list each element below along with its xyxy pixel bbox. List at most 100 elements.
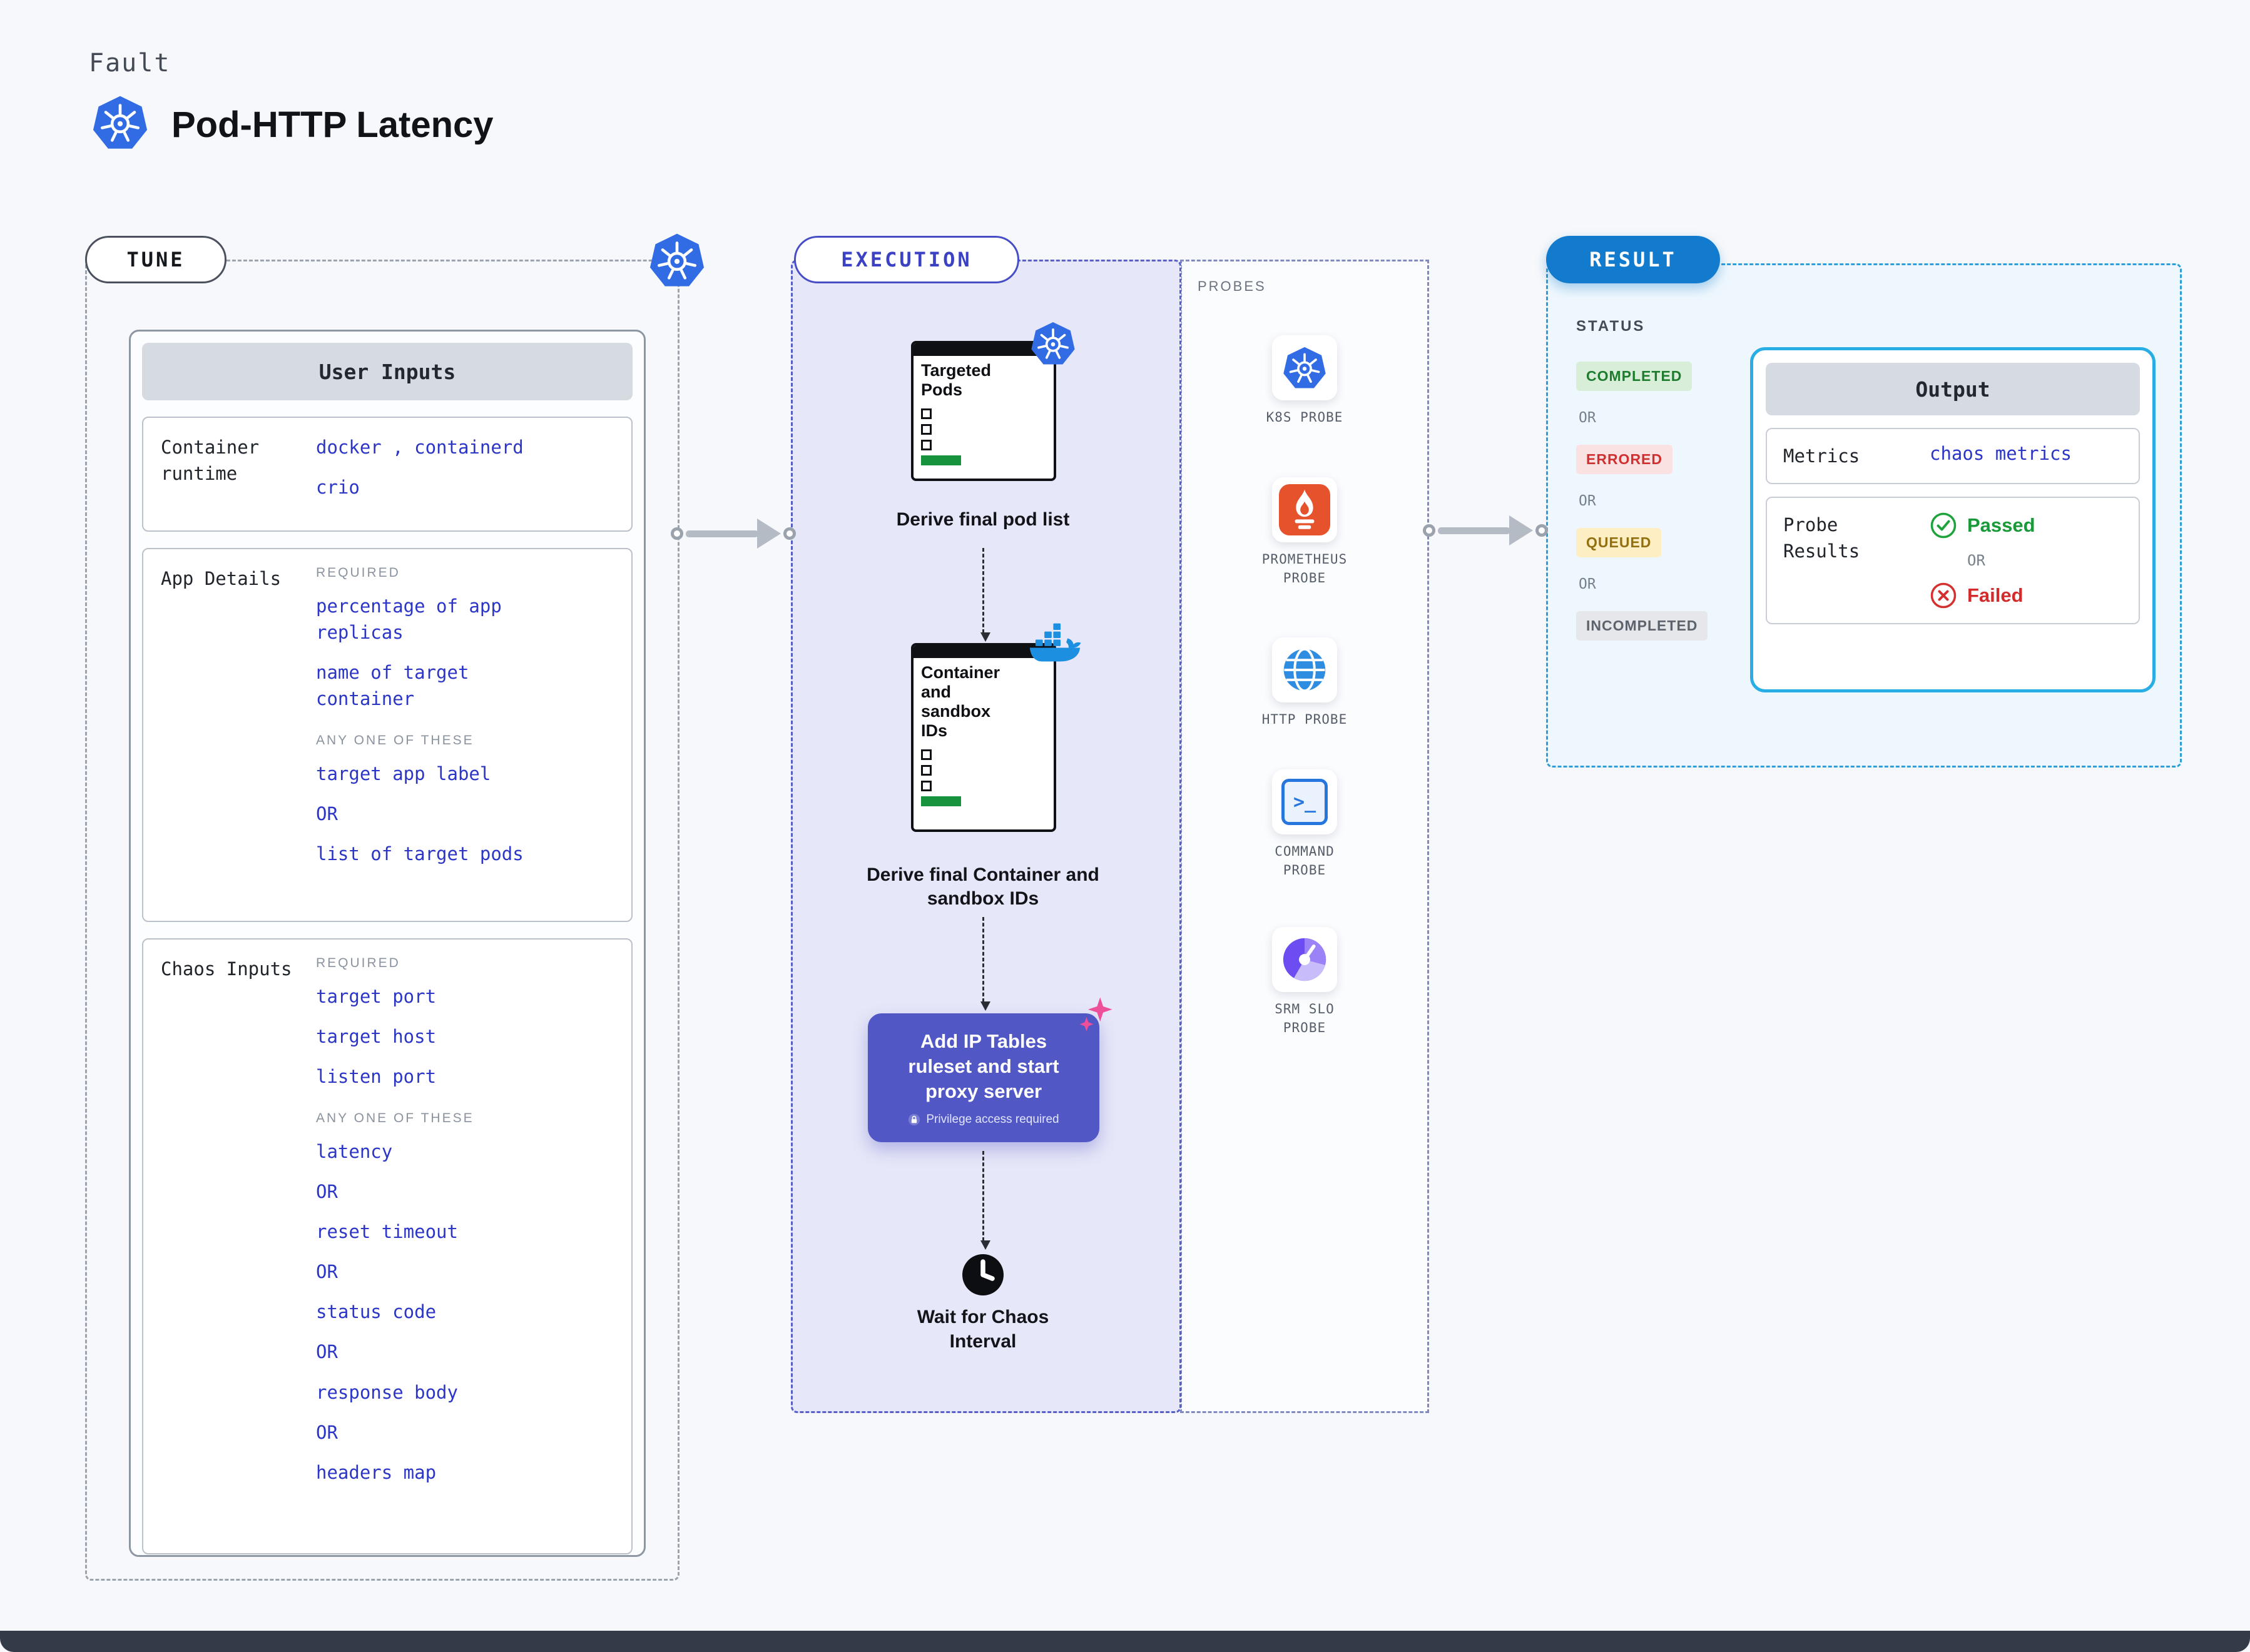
- or-separator: OR: [316, 1341, 338, 1363]
- container-sandbox-ids-document: Container and sandbox IDs: [911, 643, 1056, 832]
- app-details-values: REQUIRED percentage of app replicas name…: [316, 565, 566, 905]
- arrow-stem: [1438, 527, 1510, 534]
- chaos-inputs-row: Chaos Inputs REQUIRED target port target…: [142, 938, 633, 1555]
- kubernetes-icon: [648, 231, 706, 289]
- chaos-inputs-label: Chaos Inputs: [161, 958, 292, 980]
- tune-to-execution-arrow: [671, 510, 796, 557]
- terminal-glyph: >_: [1293, 791, 1316, 813]
- metrics-label: Metrics: [1783, 445, 1860, 467]
- progress-bar: [921, 455, 961, 466]
- progress-bar: [921, 796, 961, 807]
- page-title: Pod-HTTP Latency: [171, 104, 494, 145]
- kubernetes-icon: [91, 94, 149, 151]
- flow-connector: [980, 1151, 990, 1250]
- chaos-option-value: response body: [316, 1381, 458, 1403]
- status-list: COMPLETED OR ERRORED OR QUEUED OR INCOMP…: [1576, 362, 1708, 641]
- targeted-pods-document: Targeted Pods: [911, 341, 1056, 481]
- step-caption: Derive final Container and sandbox IDs: [867, 864, 1099, 909]
- probe-results-label: Probe Results: [1783, 514, 1860, 562]
- probe-label: PROMETHEUS PROBE: [1261, 552, 1348, 586]
- passed-label: Passed: [1967, 514, 2035, 537]
- privilege-note: Privilege access required: [908, 1113, 1059, 1127]
- kubernetes-icon: [1030, 320, 1076, 367]
- probe-results-values: Passed OR Failed: [1930, 512, 2035, 609]
- container-runtime-label: Container runtime: [161, 437, 260, 485]
- command-probe-icon: >_: [1272, 769, 1337, 834]
- chaos-option-value: reset timeout: [316, 1221, 458, 1243]
- chaos-inputs-values: REQUIRED target port target host listen …: [316, 956, 566, 1537]
- or-separator: OR: [316, 1421, 338, 1443]
- output-panel: Output Metrics chaos metrics Probe Resul…: [1750, 347, 2156, 692]
- kubernetes-icon: [1282, 345, 1327, 390]
- step-caption: Wait for Chaos Interval: [917, 1307, 1049, 1352]
- status-badge-errored: ERRORED: [1576, 445, 1673, 474]
- probes-list: K8S PROBE PROMETHEUS PROBE HTTP PROBE >_…: [1180, 260, 1429, 1413]
- status-title: STATUS: [1576, 318, 1646, 335]
- bottom-edge-bar: [0, 1631, 2250, 1652]
- chaos-required-value: target host: [316, 1026, 437, 1048]
- document-topbar: [914, 646, 1054, 658]
- chaos-option-value: status code: [316, 1301, 437, 1323]
- user-inputs-title: User Inputs: [142, 343, 633, 400]
- globe-icon: [1283, 647, 1326, 692]
- or-separator: OR: [316, 1261, 338, 1283]
- sparkle-icon: [1079, 997, 1112, 1031]
- add-iptables-action: Add IP Tables ruleset and start proxy se…: [868, 1013, 1099, 1142]
- execution-to-result-arrow: [1423, 507, 1548, 554]
- execution-section-label: EXECUTION: [794, 236, 1019, 283]
- checkbox-icon: [921, 424, 932, 435]
- action-text: Add IP Tables ruleset and start proxy se…: [908, 1030, 1059, 1102]
- output-title: Output: [1766, 363, 2140, 415]
- chaos-option-value: latency: [316, 1141, 393, 1163]
- step-caption: Derive final pod list: [896, 509, 1070, 530]
- passed-result: Passed: [1930, 512, 2035, 539]
- status-badge-incompleted: INCOMPLETED: [1576, 611, 1708, 641]
- probe-label: SRM SLO PROBE: [1275, 1001, 1335, 1036]
- connector-dot: [1423, 524, 1435, 537]
- metrics-value: chaos metrics: [1930, 443, 2072, 464]
- prometheus-icon: [1279, 484, 1330, 535]
- document-topbar: [914, 343, 1054, 356]
- document-checklist: [914, 401, 1054, 451]
- prometheus-probe-icon: [1272, 477, 1337, 542]
- checkbox-icon: [921, 749, 932, 761]
- app-required-value: name of target container: [316, 662, 469, 710]
- x-circle-icon: [1930, 582, 1957, 609]
- probes-section: [1180, 260, 1429, 1413]
- docker-icon: [1029, 623, 1081, 662]
- app-required-value: percentage of app replicas: [316, 595, 502, 644]
- checklist-item: [921, 765, 1046, 776]
- or-separator: OR: [1579, 493, 1596, 509]
- probes-section-label: PROBES: [1198, 278, 1266, 294]
- container-runtime-row: Container runtime docker , containerd cr…: [142, 417, 633, 532]
- checkbox-icon: [921, 781, 932, 792]
- checkbox-icon: [921, 440, 932, 451]
- checkbox-icon: [921, 408, 932, 420]
- app-option-value: target app label: [316, 763, 491, 785]
- probe-label: K8S PROBE: [1266, 410, 1343, 425]
- failed-result: Failed: [1930, 582, 2035, 609]
- metrics-row: Metrics chaos metrics: [1766, 428, 2140, 485]
- document-checklist: [914, 742, 1054, 792]
- probe-label: COMMAND PROBE: [1275, 844, 1335, 878]
- clock-icon: [960, 1252, 1005, 1297]
- checklist-item: [921, 424, 1046, 435]
- connector-dot: [783, 527, 796, 540]
- tune-section: [85, 260, 680, 1581]
- fault-eyebrow: Fault: [89, 49, 171, 78]
- or-separator: OR: [316, 803, 338, 825]
- check-circle-icon: [1930, 512, 1957, 539]
- probe-results-row: Probe Results Passed OR Failed: [1766, 497, 2140, 625]
- container-runtime-values: docker , containerd crio: [316, 434, 566, 514]
- result-section-label: RESULT: [1546, 236, 1720, 283]
- any-one-label: ANY ONE OF THESE: [316, 733, 474, 748]
- checkbox-icon: [921, 765, 932, 776]
- connector-dot: [671, 527, 683, 540]
- status-badge-completed: COMPLETED: [1576, 362, 1693, 391]
- any-one-label: ANY ONE OF THESE: [316, 1111, 474, 1126]
- checklist-item: [921, 749, 1046, 761]
- arrow-head: [1509, 515, 1533, 545]
- document-title: Container and sandbox IDs: [921, 663, 1000, 741]
- chaos-required-value: target port: [316, 986, 437, 1008]
